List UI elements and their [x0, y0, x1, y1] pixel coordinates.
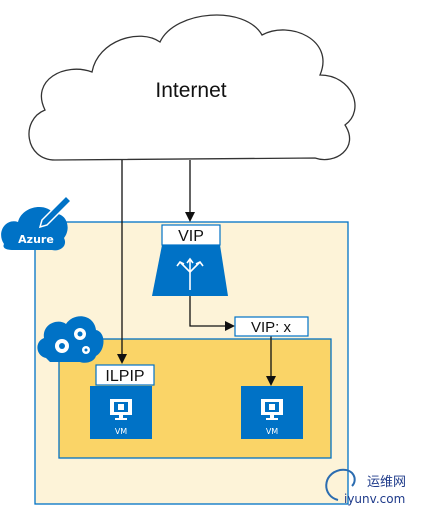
cloud-service-badge [37, 316, 104, 363]
vm-tile-1[interactable]: VM [90, 386, 152, 439]
watermark-line2: iyunv.com [344, 492, 405, 506]
internet-label: Internet [155, 79, 226, 102]
vm-label: VM [266, 427, 278, 436]
vip-label: VIP [178, 228, 204, 245]
pencil-icon [38, 194, 73, 229]
vm-monitor-icon [261, 399, 283, 420]
arrow-lb-to-endpoint [189, 296, 235, 331]
internal-endpoint-box: VIP: x [234, 316, 309, 337]
vm-label: VM [115, 427, 127, 436]
azure-badge-label: Azure [18, 233, 54, 246]
vm-tile-2[interactable]: VM [241, 386, 303, 439]
azure-badge: Azure [1, 194, 73, 251]
internet-cloud: Internet [28, 14, 356, 161]
watermark-line1: 运维网 [367, 475, 406, 490]
ilpip-label: ILPIP [105, 368, 144, 385]
ilpip-box: ILPIP [95, 364, 155, 386]
gear-icon [55, 328, 90, 354]
watermark: 运维网 iyunv.com [325, 468, 406, 506]
internal-endpoint-label: VIP: x [251, 319, 292, 336]
load-balancer-icon [176, 257, 204, 290]
connectors [117, 160, 276, 386]
vip-label-box: VIP [161, 224, 221, 246]
load-balancer [152, 245, 228, 296]
vm-monitor-icon [110, 399, 132, 420]
